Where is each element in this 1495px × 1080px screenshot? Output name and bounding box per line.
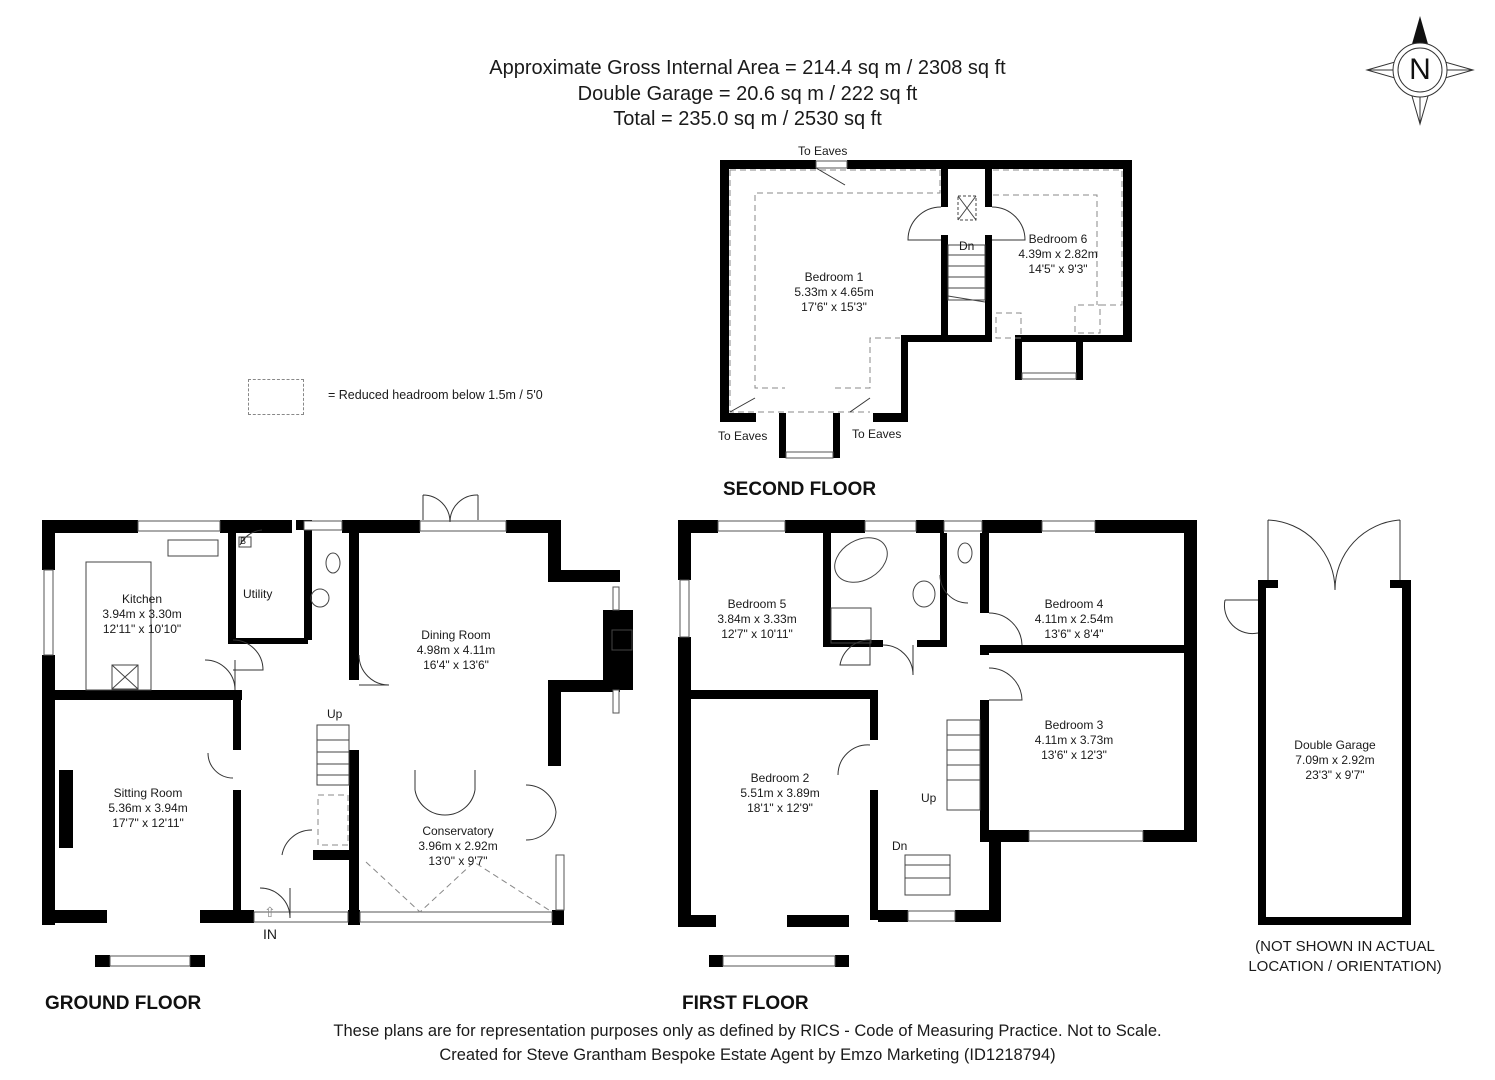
room-label-bedroom-1: Bedroom 1 5.33m x 4.65m 17'6" x 15'3" — [794, 270, 874, 314]
room-label-conservatory: Conservatory 3.96m x 2.92m 13'0" x 9'7" — [418, 824, 498, 868]
room-label-bedroom-4: Bedroom 4 4.11m x 2.54m 13'6" x 8'4" — [1034, 597, 1114, 641]
stairs-up-label-first: Up — [921, 791, 937, 805]
stairs-up-label-ground: Up — [327, 707, 343, 721]
room-label-kitchen: Kitchen 3.94m x 3.30m 12'11" x 10'10" — [102, 592, 182, 636]
to-eaves-left-label: To Eaves — [718, 429, 768, 443]
reduced-headroom-legend-text: = Reduced headroom below 1.5m / 5'0 — [328, 388, 543, 402]
entrance-arrow-icon: ⇧ — [264, 904, 276, 920]
utility-label: Utility — [243, 587, 273, 601]
footer-credit: Created for Steve Grantham Bespoke Estat… — [439, 1046, 1056, 1064]
north-compass-icon — [1365, 16, 1475, 126]
second-floor-title: SECOND FLOOR — [723, 479, 877, 500]
room-label-sitting-room: Sitting Room 5.36m x 3.94m 17'7" x 12'11… — [108, 786, 188, 830]
room-label-double-garage: Double Garage 7.09m x 2.92m 23'3" x 9'7" — [1294, 738, 1376, 782]
room-label-bedroom-3: Bedroom 3 4.11m x 3.73m 13'6" x 12'3" — [1034, 718, 1114, 762]
garage-location-note: (NOT SHOWN IN ACTUAL LOCATION / ORIENTAT… — [1248, 938, 1442, 975]
entrance-label: IN — [263, 926, 277, 942]
room-label-dining-room: Dining Room 4.98m x 4.11m 16'4" x 13'6" — [416, 628, 496, 672]
room-label-bedroom-2: Bedroom 2 5.51m x 3.89m 18'1" x 12'9" — [740, 771, 820, 815]
ground-floor-title: GROUND FLOOR — [45, 993, 202, 1014]
room-label-bedroom-6: Bedroom 6 4.39m x 2.82m 14'5" x 9'3" — [1018, 232, 1098, 276]
garage-area: Double Garage = 20.6 sq m / 222 sq ft — [577, 83, 918, 105]
first-floor-title: FIRST FLOOR — [682, 993, 809, 1014]
to-eaves-top-label: To Eaves — [798, 144, 848, 158]
to-eaves-right-label: To Eaves — [852, 427, 902, 441]
gross-internal-area: Approximate Gross Internal Area = 214.4 … — [489, 57, 1006, 79]
compass-north-label: N — [1409, 53, 1431, 86]
reduced-headroom-legend-swatch — [248, 379, 304, 415]
room-label-bedroom-5: Bedroom 5 3.84m x 3.33m 12'7" x 10'11" — [717, 597, 797, 641]
stairs-down-label-first: Dn — [892, 839, 908, 853]
stairs-down-label-second: Dn — [959, 239, 975, 253]
boiler-label: B — [240, 536, 247, 546]
footer-disclaimer: These plans are for representation purpo… — [333, 1022, 1162, 1040]
total-area: Total = 235.0 sq m / 2530 sq ft — [613, 108, 882, 130]
